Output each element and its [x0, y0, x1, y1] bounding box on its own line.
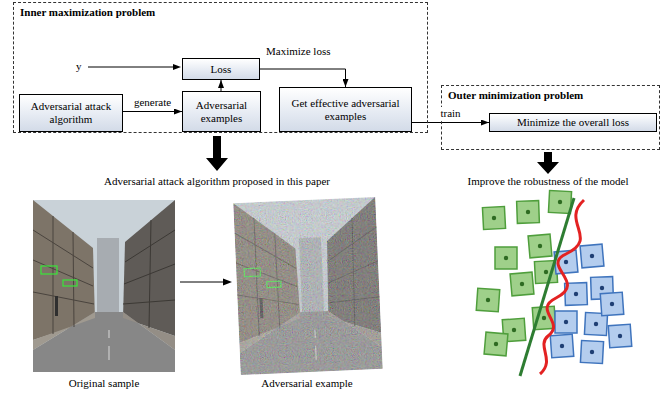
class-a-sample-dot: [538, 244, 542, 248]
caption-label: Adversarial example: [261, 377, 352, 390]
edge-label: train: [439, 107, 461, 119]
big-arrow: [537, 152, 559, 174]
class-a-sample: [484, 332, 508, 356]
class-a-sample-dot: [512, 328, 516, 332]
arrow-head: [223, 279, 232, 286]
class-b-sample-box: [600, 292, 623, 315]
class-b-sample-dot: [560, 344, 564, 348]
caption-label: Adversarial attack algorithm proposed in…: [104, 175, 330, 188]
class-b-sample-dot: [564, 260, 568, 264]
class-a-sample-dot: [520, 282, 524, 286]
class-a-sample: [528, 234, 552, 258]
noise-overlay: [233, 197, 382, 375]
group-title: Inner maximization problem: [20, 6, 155, 18]
class-a-sample-dot: [492, 216, 496, 220]
class-b-sample-box: [608, 324, 631, 347]
class-b-sample-dot: [594, 322, 598, 326]
connector-arrow: [412, 122, 489, 123]
class-b-sample-dot: [618, 334, 622, 338]
street-image: [233, 197, 382, 375]
class-a-sample-dot: [486, 298, 490, 302]
caption-label: Improve the robustness of the model: [468, 175, 629, 188]
class-b-sample-box: [555, 311, 577, 333]
class-a-sample-dot: [558, 200, 562, 204]
class-a-sample: [548, 190, 571, 213]
sample-squares: [476, 190, 631, 363]
connector-arrow: [221, 80, 222, 91]
group-box: Outer minimization problemMinimize the o…: [441, 85, 660, 150]
class-b-sample-dot: [574, 292, 578, 296]
process-box: Loss: [182, 58, 260, 80]
process-box: Adversarial examples: [182, 91, 261, 132]
class-a-sample: [482, 206, 505, 229]
class-a-sample: [510, 272, 534, 296]
box-label: Minimize the overall loss: [517, 116, 629, 129]
class-b-sample-dot: [564, 320, 568, 324]
class-a-sample-box: [484, 332, 508, 356]
class-b-sample-dot: [610, 302, 614, 306]
class-a-sample-dot: [526, 210, 530, 214]
class-b-sample: [550, 334, 573, 357]
class-a-sample: [476, 288, 499, 311]
class-b-sample-box: [550, 334, 573, 357]
box-label: Adversarial attack algorithm: [24, 100, 118, 125]
image-arrow: [180, 282, 224, 283]
class-a-sample-box: [548, 190, 571, 213]
edge-label: Maximize loss: [265, 45, 331, 57]
box-label: Loss: [211, 63, 232, 76]
class-a-sample-box: [476, 288, 499, 311]
class-a-sample-box: [528, 234, 552, 258]
class-b-sample: [580, 244, 604, 268]
box-label: Adversarial examples: [187, 99, 256, 124]
class-b-sample-box: [580, 340, 603, 363]
class-a-sample-dot: [544, 270, 548, 274]
input-label: y: [76, 60, 82, 73]
connector-arrow: [260, 69, 346, 87]
process-box: Get effective adversarial examples: [279, 87, 412, 132]
caption-label: Original sample: [69, 377, 140, 390]
class-a-sample-dot: [504, 256, 508, 260]
connector-arrow: [123, 111, 182, 112]
class-a-sample-dot: [494, 342, 498, 346]
class-b-sample-dot: [590, 254, 594, 258]
big-arrow: [206, 136, 228, 171]
class-a-sample-dot: [542, 316, 546, 320]
class-b-sample-dot: [600, 286, 604, 290]
process-box: Minimize the overall loss: [489, 113, 657, 132]
class-b-sample-dot: [590, 350, 594, 354]
box-label: Get effective adversarial examples: [284, 97, 407, 122]
class-a-sample-box: [495, 247, 517, 269]
class-a-sample-box: [517, 201, 540, 224]
original-image: [33, 200, 175, 372]
input-line: [88, 67, 174, 68]
class-b-sample: [555, 311, 577, 333]
class-a-sample-box: [482, 206, 505, 229]
process-box: Adversarial attack algorithm: [19, 94, 123, 132]
class-b-sample: [608, 324, 631, 347]
class-b-sample-box: [580, 244, 604, 268]
arrow-head: [173, 64, 181, 70]
class-a-sample: [517, 201, 540, 224]
class-b-sample: [580, 340, 603, 363]
group-box: Inner maximization problemLossAdversaria…: [13, 2, 428, 133]
group-title: Outer minimization problem: [448, 89, 583, 101]
class-a-sample-box: [510, 272, 534, 296]
adversarial-image: [233, 197, 382, 375]
class-b-sample: [600, 292, 623, 315]
class-a-sample: [495, 247, 517, 269]
edge-label: generate: [133, 96, 172, 108]
robust-boundary: [540, 200, 584, 374]
